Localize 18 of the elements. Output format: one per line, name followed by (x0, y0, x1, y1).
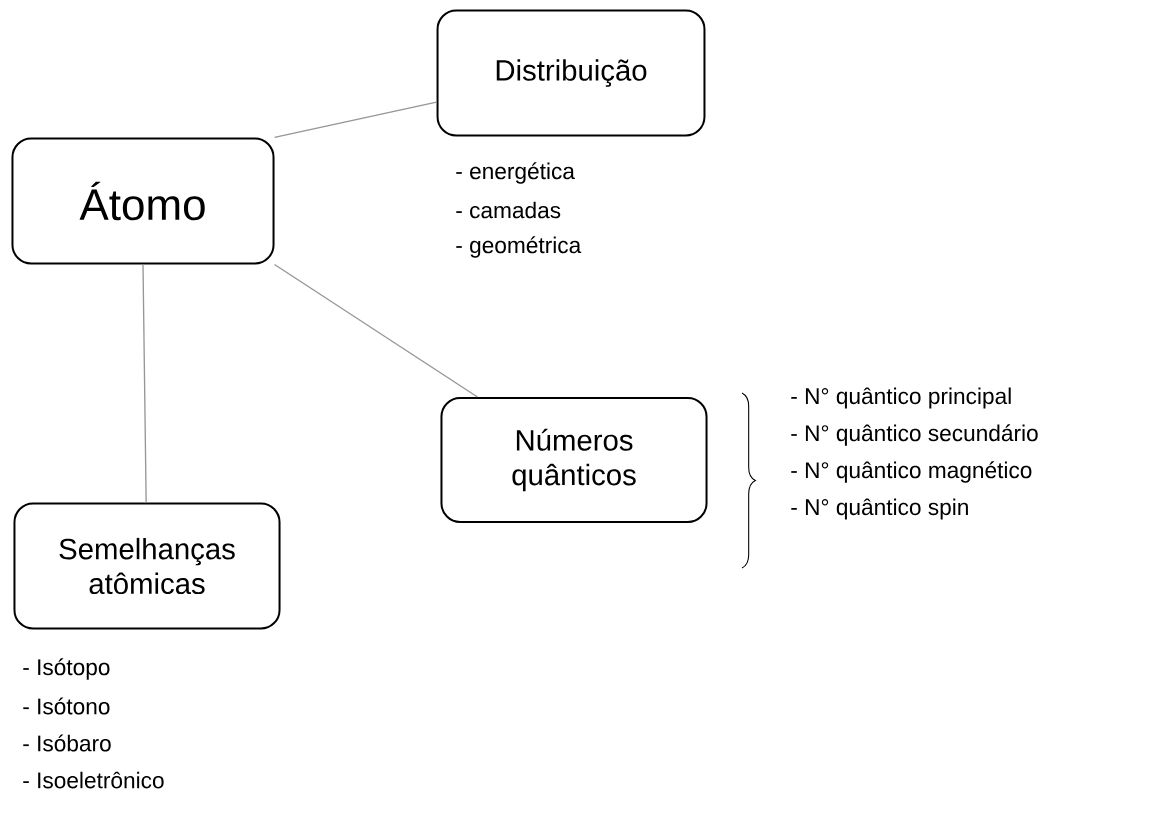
concept-box: Semelhanças atômicas (13, 502, 281, 630)
list-item: - N° quântico principal (791, 387, 1011, 409)
list-item: - N° quântico spin (791, 498, 968, 520)
connector-line (273, 101, 438, 139)
list-item: - Isóbaro (23, 734, 111, 752)
list-item: - N° quântico secundário (791, 424, 1038, 446)
list-item: - geométrica (456, 236, 582, 258)
concept-box: Números quânticos (440, 397, 708, 523)
list-item: - energética (456, 162, 575, 184)
concept-box: Átomo (11, 137, 275, 265)
connector-line (273, 263, 479, 398)
concept-box: Distribuição (436, 9, 706, 137)
list-item: - N° quântico magnético (791, 461, 1032, 483)
list-item: - Isótono (23, 697, 110, 715)
connector-line (142, 263, 147, 504)
list-item: - Isótopo (23, 658, 110, 680)
list-item: - Isoeletrônico (23, 771, 164, 789)
list-item: - camadas (456, 201, 561, 219)
